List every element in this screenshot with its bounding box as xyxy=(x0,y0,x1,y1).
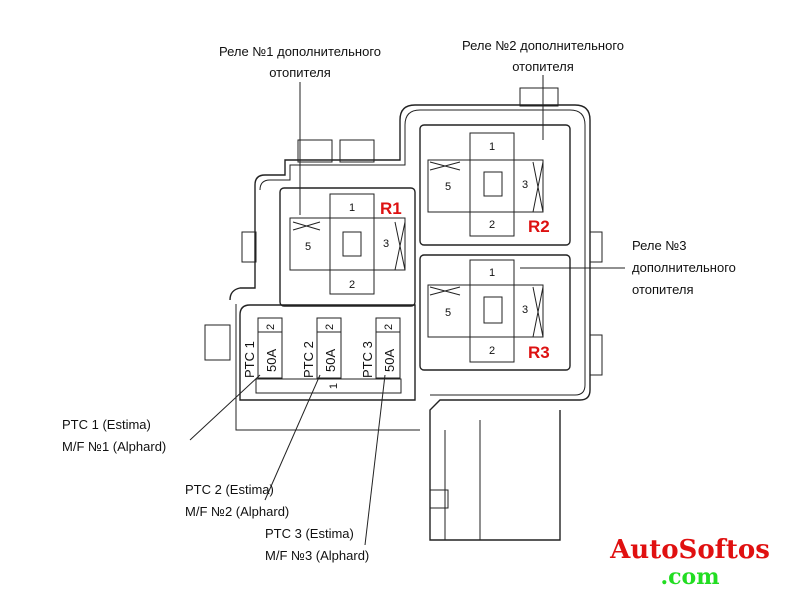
fuse-block: 1 2 50A PTC 1 2 50A PTC 2 2 50A PTC 3 xyxy=(239,304,416,401)
fuse-name: PTC 2 xyxy=(301,341,316,378)
leader-lines xyxy=(189,75,625,546)
relay2-label: Реле №2 дополнительного xyxy=(462,38,624,53)
fuse-name: PTC 1 xyxy=(242,341,257,378)
ptc1-label-2: M/F №1 (Alphard) xyxy=(62,439,166,454)
r1-pin-3: 3 xyxy=(383,238,389,250)
relay-id-r2: R2 xyxy=(528,217,550,236)
fuse-name: PTC 3 xyxy=(360,341,375,378)
fuse-ptc2: 2 50A PTC 2 xyxy=(301,317,342,379)
fuse-pin: 2 xyxy=(383,324,395,330)
r3-pin-5: 5 xyxy=(445,307,451,319)
fuse-ptc3: 2 50A PTC 3 xyxy=(360,317,401,379)
relay-r2: 1 2 5 3 R2 xyxy=(419,124,571,246)
relay-id-r3: R3 xyxy=(528,343,550,362)
relay1-label: Реле №1 дополнительного xyxy=(219,44,381,59)
relay3-label: Реле №3 xyxy=(632,238,687,253)
relay1-label-2: отопителя xyxy=(269,65,331,80)
fuse-pin: 2 xyxy=(265,324,277,330)
relay3-label-2: дополнительного xyxy=(632,260,736,275)
relay-id-r1: R1 xyxy=(380,199,402,218)
ptc3-label-2: M/F №3 (Alphard) xyxy=(265,548,369,563)
r1-pin-1: 1 xyxy=(349,202,355,214)
relay-r3: 1 2 5 3 R3 xyxy=(419,254,571,371)
fuse-pin: 2 xyxy=(324,324,336,330)
r2-pin-5: 5 xyxy=(445,181,451,193)
r2-pin-3: 3 xyxy=(522,179,528,191)
fuse-rating: 50A xyxy=(382,349,397,372)
r2-pin-2: 2 xyxy=(489,219,495,231)
ptc2-label: PTC 2 (Estima) xyxy=(185,482,274,497)
ptc3-label: PTC 3 (Estima) xyxy=(265,526,354,541)
relay3-label-3: отопителя xyxy=(632,282,694,297)
watermark-domain: .com xyxy=(660,564,719,590)
fuse-common-pin: 1 xyxy=(328,383,340,389)
watermark-logo: AutoSoftos xyxy=(609,535,770,565)
relay-r1: 1 2 5 3 R1 xyxy=(279,187,416,307)
r3-pin-2: 2 xyxy=(489,345,495,357)
ptc1-label: PTC 1 (Estima) xyxy=(62,417,151,432)
ptc2-label-2: M/F №2 (Alphard) xyxy=(185,504,289,519)
fuse-ptc1: 2 50A PTC 1 xyxy=(242,317,283,379)
r3-pin-3: 3 xyxy=(522,304,528,316)
fuse-rating: 50A xyxy=(264,349,279,372)
housing xyxy=(204,87,603,541)
relay2-label-2: отопителя xyxy=(512,59,574,74)
r1-pin-5: 5 xyxy=(305,241,311,253)
fuse-rating: 50A xyxy=(323,349,338,372)
r2-pin-1: 1 xyxy=(489,141,495,153)
r3-pin-1: 1 xyxy=(489,267,495,279)
r1-pin-2: 2 xyxy=(349,279,355,291)
